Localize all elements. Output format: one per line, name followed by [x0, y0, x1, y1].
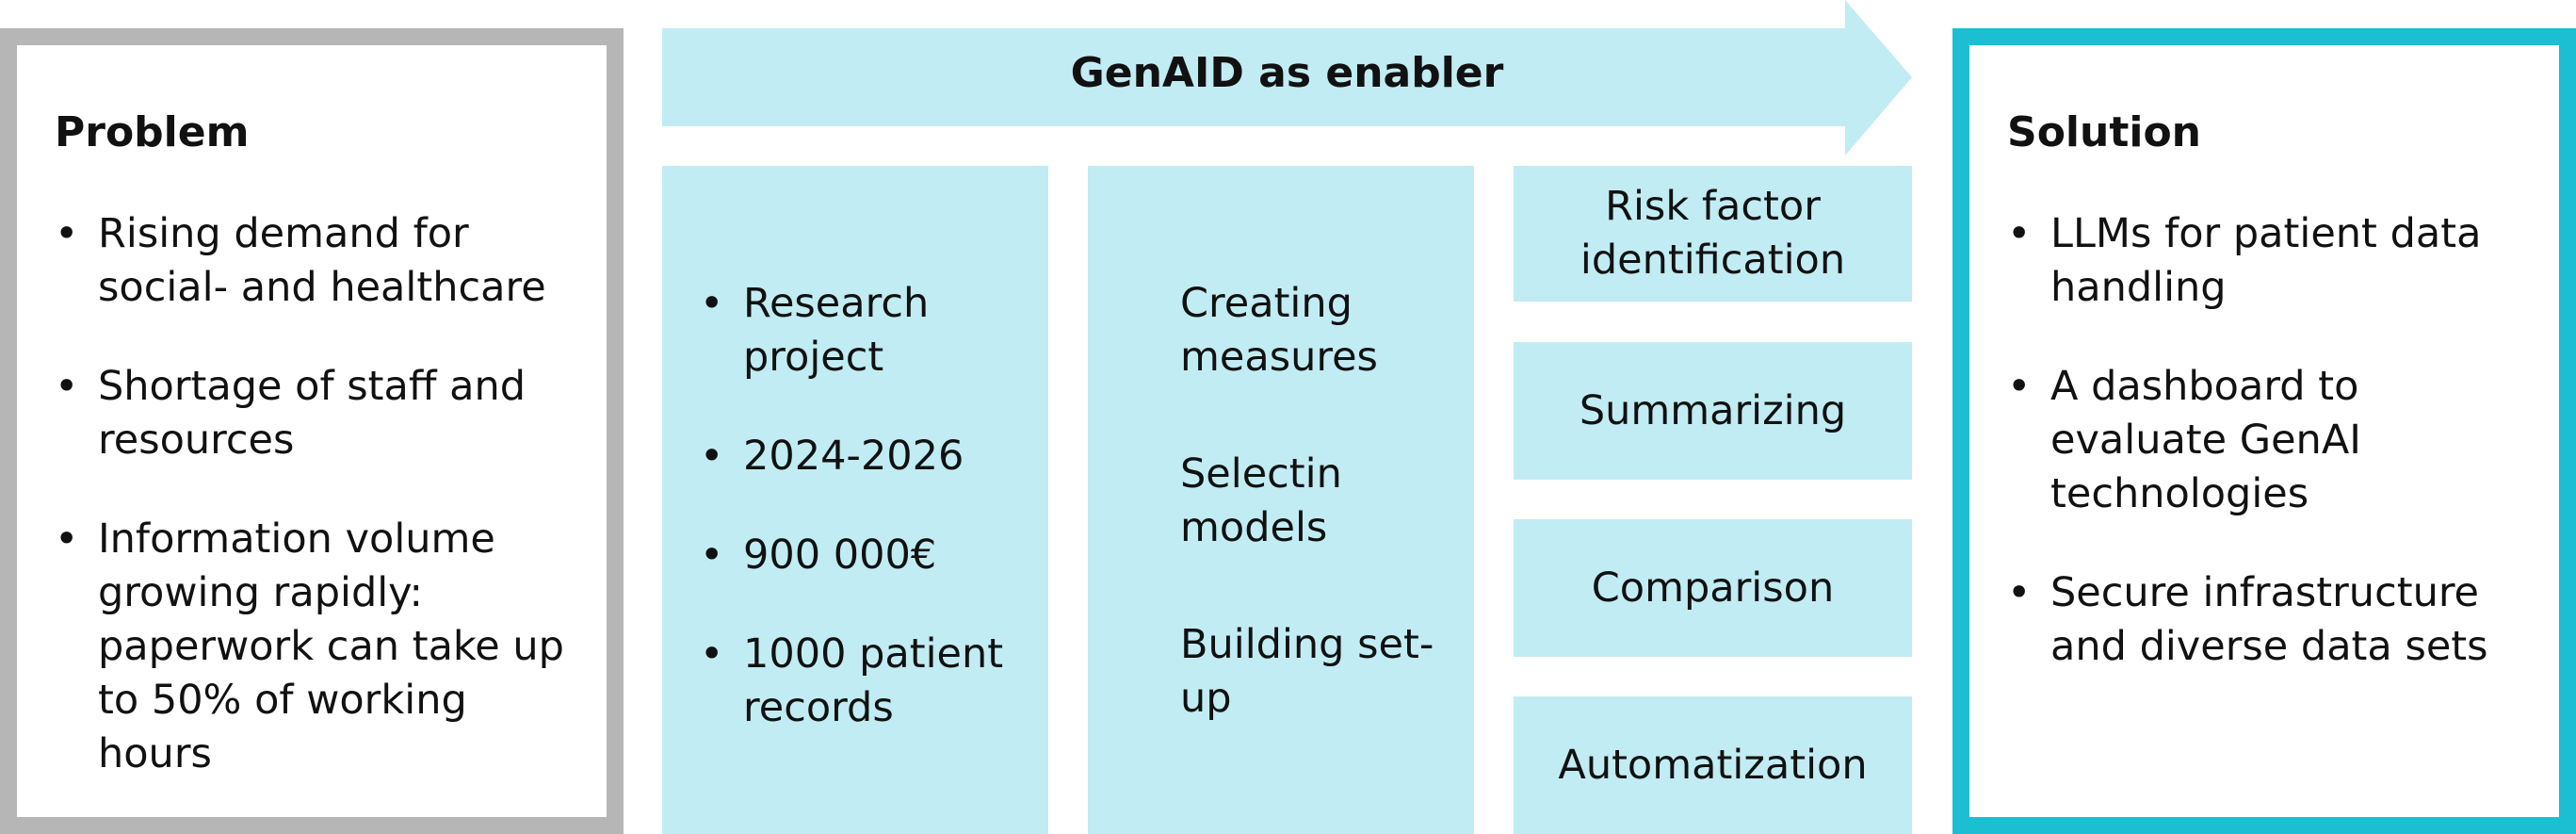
arrow-shape — [662, 0, 1912, 155]
solution-title: Solution — [2007, 108, 2201, 156]
problem-title: Problem — [55, 108, 250, 156]
solution-item: LLMs for patient data handling — [2007, 207, 2544, 315]
problem-item: Shortage of staff and resources — [55, 360, 591, 467]
task-risk-factor: Risk factor identification — [1514, 166, 1912, 302]
problem-box: Problem Rising demand for social- and he… — [0, 28, 624, 834]
steps-list: Creating measures Selectin models Buildi… — [1180, 277, 1465, 789]
enabler-arrow — [662, 0, 1912, 155]
problem-list: Rising demand for social- and healthcare… — [55, 207, 591, 826]
problem-item: Information volume growing rapidly: pape… — [55, 513, 591, 781]
solution-box: Solution LLMs for patient data handling … — [1952, 28, 2576, 834]
solution-list: LLMs for patient data handling A dashboa… — [2007, 207, 2544, 719]
step-item: Creating measures — [1180, 280, 1378, 381]
solution-item: Secure infrastructure and diverse data s… — [2007, 566, 2544, 674]
project-item: Research project — [700, 277, 1039, 384]
step-item: Building set-up — [1180, 621, 1434, 722]
task-automatization: Automatization — [1514, 696, 1912, 834]
task-comparison: Comparison — [1514, 519, 1912, 657]
step-item: Selectin models — [1180, 450, 1342, 551]
steps-panel: Creating measures Selectin models Buildi… — [1088, 166, 1474, 834]
project-list: Research project 2024-2026 900 000€ 1000… — [700, 277, 1039, 780]
project-item: 2024-2026 — [700, 430, 1039, 483]
project-panel: Research project 2024-2026 900 000€ 1000… — [662, 166, 1048, 834]
solution-item: A dashboard to evaluate GenAI technologi… — [2007, 360, 2544, 521]
enabler-title: GenAID as enabler — [1070, 49, 1504, 97]
problem-item: Rising demand for social- and healthcare — [55, 207, 591, 315]
task-summarizing: Summarizing — [1514, 342, 1912, 480]
project-item: 900 000€ — [700, 529, 1039, 582]
project-item: 1000 patient records — [700, 628, 1039, 735]
